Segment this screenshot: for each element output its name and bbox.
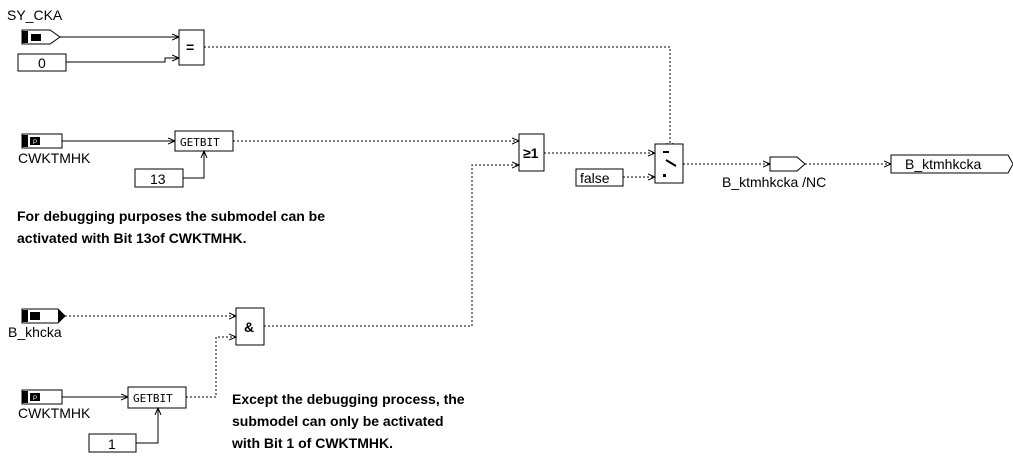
signal-label-sy-cka: SY_CKA: [7, 7, 63, 23]
constant-thirteen: 13: [150, 171, 166, 187]
output-label-b-ktmhkcka: B_ktmhkcka: [905, 156, 981, 172]
equal-operator: =: [186, 39, 194, 55]
note-debug-line2: activated with Bit 13of CWKTMHK.: [17, 230, 246, 246]
getbit-label-bottom: GETBIT: [133, 392, 173, 405]
constant-false: false: [580, 170, 610, 186]
input-port-b-khcka[interactable]: [21, 308, 66, 324]
note-except-line1: Except the debugging process, the: [232, 391, 465, 407]
signal-label-b-ktmhkcka-nc: B_ktmhkcka /NC: [722, 174, 826, 190]
wire-zero-equal: [66, 58, 179, 63]
message-port-b-ktmhkcka-nc[interactable]: [769, 156, 806, 172]
note-except-line2: submodel can only be activated: [232, 413, 444, 429]
svg-text:P: P: [33, 140, 37, 146]
input-port-sy-cka[interactable]: [21, 29, 61, 45]
note-debug-line1: For debugging purposes the submodel can …: [17, 208, 325, 224]
wire-one-getbit: [136, 408, 158, 444]
signal-label-cwktmhk-top: CWKTMHK: [18, 150, 91, 166]
wire-equal-switch: [204, 46, 670, 150]
output-port-b-ktmhkcka[interactable]: [890, 154, 1013, 174]
signal-label-cwktmhk-bottom: CWKTMHK: [18, 405, 91, 421]
wire-and-or: [264, 165, 519, 327]
and-block[interactable]: [235, 307, 265, 346]
getbit-label-top: GETBIT: [180, 136, 220, 149]
switch-block[interactable]: [654, 143, 684, 184]
or-operator: ≥1: [523, 145, 539, 161]
wire-getbit-and: [186, 337, 236, 398]
constant-one: 1: [108, 436, 116, 452]
signal-label-b-khcka: B_khcka: [8, 324, 62, 340]
input-port-cwktmhk-top[interactable]: P: [21, 133, 63, 149]
note-except-line3: with Bit 1 of CWKTMHK.: [231, 435, 393, 451]
and-operator: &: [244, 319, 254, 335]
svg-text:P: P: [33, 396, 37, 402]
constant-zero: 0: [38, 55, 46, 71]
wire-thirteen-getbit: [183, 151, 204, 179]
input-port-cwktmhk-bottom[interactable]: P: [21, 389, 63, 405]
